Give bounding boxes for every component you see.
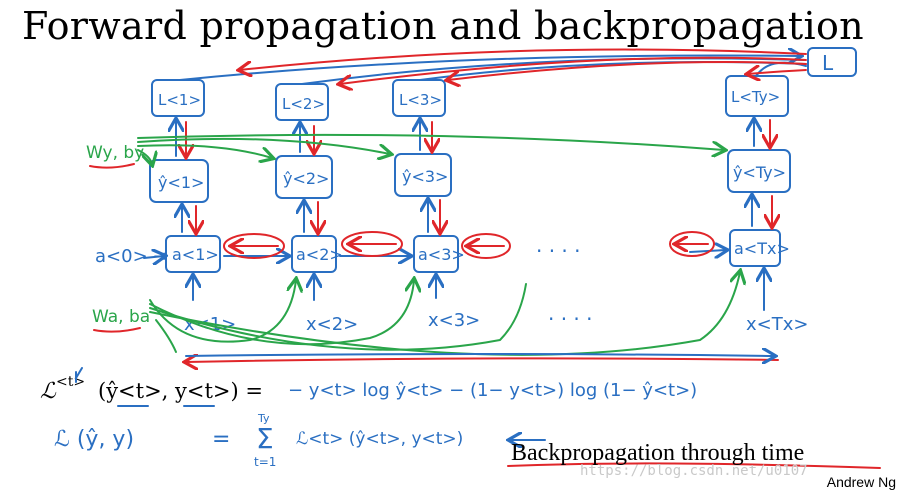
input-label-tx: x<Tx> xyxy=(746,314,808,335)
watermark: https://blog.csdn.net/u0107 xyxy=(580,463,808,479)
shared-param-arrows xyxy=(137,133,740,356)
sum-bottom: t=1 xyxy=(254,455,276,469)
loss-total-eq: = xyxy=(212,427,230,452)
prediction-node-1: ŷ<1> xyxy=(149,159,209,203)
sum-symbol: Σ xyxy=(256,422,274,455)
loss-total-rhs: ℒ<t> (ŷ<t>, y<t>) xyxy=(296,429,463,449)
subtitle-underline xyxy=(507,462,881,469)
loss-step-lhs-args: (ŷ<t>, y<t>) = xyxy=(98,379,263,403)
prediction-label-ty: ŷ<Ty> xyxy=(733,163,786,182)
activation-node-2: a<2> xyxy=(291,235,343,273)
loss-label-3: L<3> xyxy=(399,91,442,109)
backprop-through-time-label: Backpropagation through time xyxy=(511,440,805,466)
backward-arrows xyxy=(186,48,881,469)
loss-label-2: L<2> xyxy=(282,95,325,113)
loss-label-ty: L<Ty> xyxy=(731,88,780,106)
activation-ellipsis: · · · · xyxy=(536,239,581,263)
param-wy-underline xyxy=(89,163,135,169)
activation-label-1: a<1> xyxy=(172,245,219,264)
total-loss-node: L xyxy=(807,47,857,77)
loss-total-equation: ℒ (ŷ, y) = Σ Ty t=1 ℒ<t> (ŷ<t>, y<t>) xyxy=(54,412,546,469)
activation-label-2: a<2> xyxy=(296,245,343,264)
total-loss-label: L xyxy=(822,51,834,75)
activation-label-tx: a<Tx> xyxy=(734,239,790,258)
prediction-label-2: ŷ<2> xyxy=(283,169,329,188)
input-label-2: x<2> xyxy=(306,314,358,335)
activation-node-3: a<3> xyxy=(413,235,465,273)
loss-node-ty: L<Ty> xyxy=(725,75,789,117)
forward-sweep-arrow xyxy=(185,354,774,356)
input-label-3: x<3> xyxy=(428,310,480,331)
initial-activation-label: a<0> → xyxy=(95,246,168,267)
loss-node-3: L<3> xyxy=(392,79,446,117)
prediction-label-1: ŷ<1> xyxy=(158,173,204,192)
prediction-node-2: ŷ<2> xyxy=(275,155,333,199)
loss-node-2: L<2> xyxy=(275,83,329,121)
loss-step-rhs: − y<t> log ŷ<t> − (1− y<t>) log (1− ŷ<t>… xyxy=(288,380,697,401)
forward-arrows xyxy=(143,56,807,311)
param-wy-label: Wy, by xyxy=(86,143,144,163)
activation-label-3: a<3> xyxy=(418,245,465,264)
param-wa-label: Wa, ba xyxy=(92,307,150,327)
sum-top: Ty xyxy=(257,412,270,425)
loss-step-equation: ℒ <t> (ŷ<t>, y<t>) = − y<t> log ŷ<t> − (… xyxy=(40,367,697,407)
loss-node-1: L<1> xyxy=(151,79,205,117)
loss-step-lhs-sup: <t> xyxy=(56,374,85,390)
param-wa-underline xyxy=(93,327,141,333)
activation-node-tx: a<Tx> xyxy=(729,229,790,267)
prediction-label-3: ŷ<3> xyxy=(402,167,448,186)
prediction-node-ty: ŷ<Ty> xyxy=(727,149,791,193)
prediction-node-3: ŷ<3> xyxy=(394,153,452,197)
page-title: Forward propagation and backpropagation xyxy=(22,4,864,48)
loss-label-1: L<1> xyxy=(158,91,201,109)
input-ellipsis: · · · · xyxy=(548,307,593,331)
loss-step-lhs-symbol: ℒ xyxy=(40,379,57,404)
loss-total-lhs: ℒ (ŷ, y) xyxy=(54,427,134,452)
activation-node-1: a<1> xyxy=(165,235,221,273)
author-credit: Andrew Ng xyxy=(826,474,896,490)
